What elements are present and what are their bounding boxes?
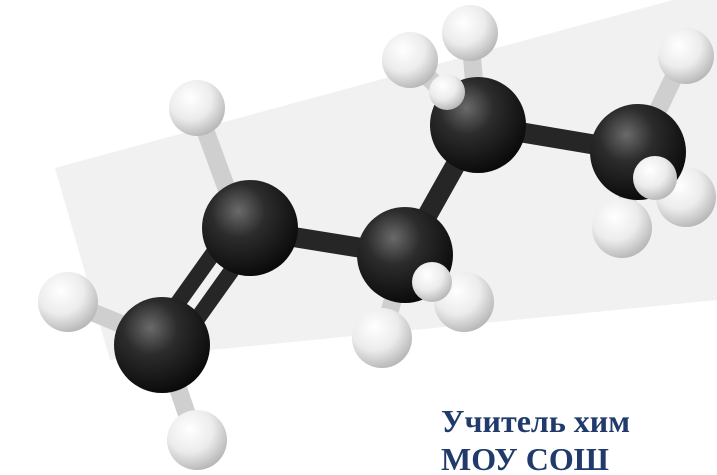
hydrogen-atom-6 (382, 32, 438, 88)
caption-line-2: МОУ СОШ (441, 441, 609, 475)
hydrogen-atom-front-3 (429, 74, 465, 110)
hydrogen-atom-2 (38, 272, 98, 332)
author-caption: Учитель хим МОУ СОШ (441, 402, 717, 475)
hydrogen-atom-3 (167, 410, 227, 470)
caption-line-1: Учитель хим (441, 403, 630, 439)
carbon-atom-1 (114, 297, 210, 393)
hydrogen-atoms-front (412, 74, 677, 302)
carbon-atom-2 (202, 180, 298, 276)
hydrogen-atom-front-1 (633, 156, 677, 200)
hydrogen-atom-1 (169, 80, 225, 136)
hydrogen-atom-10 (592, 198, 652, 258)
hydrogen-atom-front-2 (412, 262, 452, 302)
hydrogen-atom-4 (352, 308, 412, 368)
hydrogen-atom-7 (442, 5, 498, 61)
hydrogen-atom-8 (658, 28, 714, 84)
